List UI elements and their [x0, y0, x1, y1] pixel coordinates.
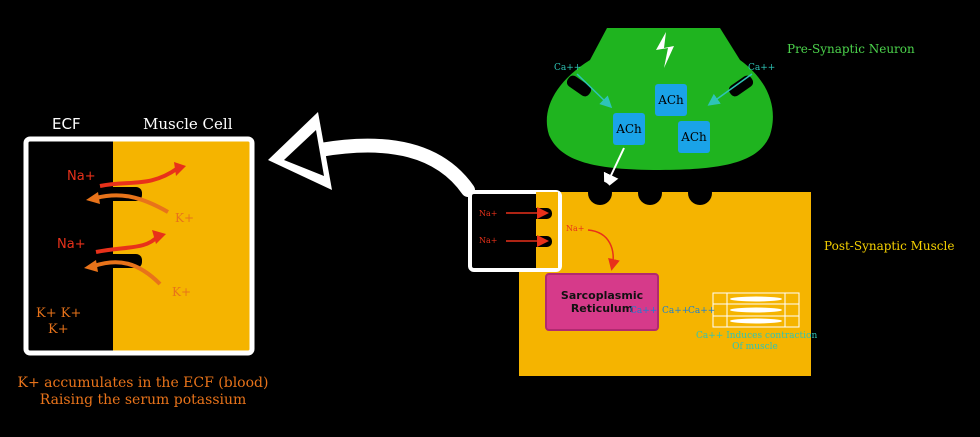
sr-label-line1: Sarcoplasmic	[560, 289, 644, 302]
caption-line2: Raising the serum potassium	[39, 392, 247, 408]
inset-sodium-label-bottom: Na+	[479, 236, 498, 245]
ach-vesicle-2: ACh	[613, 113, 645, 145]
myofibril-icon	[712, 292, 800, 328]
potassium-label-top: K+	[175, 211, 195, 225]
zoom-arrow-shaft	[313, 138, 475, 197]
ach-vesicle-3: ACh	[678, 121, 710, 153]
sodium-arrowhead-top	[174, 162, 186, 176]
action-potential-bolt-icon	[656, 32, 674, 68]
channel-inset-muscle	[536, 192, 558, 268]
ecf-heading: ECF	[52, 115, 81, 133]
calcium-influx-arrow-left	[576, 73, 613, 109]
postsynaptic-title: Post-Synaptic Muscle	[824, 239, 955, 253]
potassium-arrowhead-bottom	[84, 260, 98, 272]
zoom-arrow	[268, 112, 475, 197]
calcium-channel-right	[728, 75, 754, 97]
sodium-to-sr-arrow	[587, 229, 620, 271]
caption-line1: K+ accumulates in the ECF (blood)	[17, 375, 269, 391]
sr-label-line2: Reticulum	[570, 302, 634, 315]
ach-receptor-1	[588, 181, 612, 205]
calcium-label-2: Ca++	[662, 306, 690, 316]
potassium-cluster-line1: K+ K+	[36, 306, 82, 321]
calcium-channel-left	[566, 75, 592, 97]
contraction-line1: Ca++ Induces contraction	[696, 331, 818, 341]
left-panel-frame	[23, 136, 255, 356]
sarcoplasmic-reticulum: Sarcoplasmic Reticulum	[545, 273, 659, 331]
calcium-label-3: Ca++	[688, 306, 716, 316]
muscle-cell-heading: Muscle Cell	[143, 115, 233, 133]
ach-release-arrow	[603, 147, 625, 190]
sodium-influx-arrow-bottom	[95, 234, 160, 254]
calcium-label-1: Ca++	[630, 306, 658, 316]
ecf-region	[28, 141, 113, 351]
contraction-line2: Of muscle	[732, 342, 778, 352]
channel-inset-frame	[468, 190, 562, 272]
potassium-label-bottom: K+	[172, 285, 192, 299]
presynaptic-title: Pre-Synaptic Neuron	[787, 42, 915, 56]
potassium-efflux-arrow-bottom	[93, 260, 162, 286]
zoom-arrow-head-inner	[284, 130, 324, 176]
left-zoom-panel	[23, 136, 255, 356]
calcium-label-right: Ca++	[748, 63, 776, 73]
sodium-label-top: Na+	[67, 169, 96, 184]
potassium-cluster-line2: K+	[48, 322, 69, 337]
calcium-influx-arrow-right	[707, 73, 753, 106]
sodium-influx-arrow-top	[99, 166, 180, 188]
inset-sodium-label-top: Na+	[479, 209, 498, 218]
sodium-inside-label: Na+	[566, 224, 585, 233]
postsynaptic-muscle	[468, 181, 811, 376]
calcium-label-left: Ca++	[554, 63, 582, 73]
potassium-efflux-arrow-top	[95, 193, 169, 214]
ach-receptor-3	[688, 181, 712, 205]
potassium-arrowhead-top	[86, 192, 100, 204]
sodium-arrowhead-bottom	[152, 230, 166, 244]
ach-receptor-2	[638, 181, 662, 205]
ach-vesicle-1: ACh	[655, 84, 687, 116]
sodium-label-bottom: Na+	[57, 237, 86, 252]
